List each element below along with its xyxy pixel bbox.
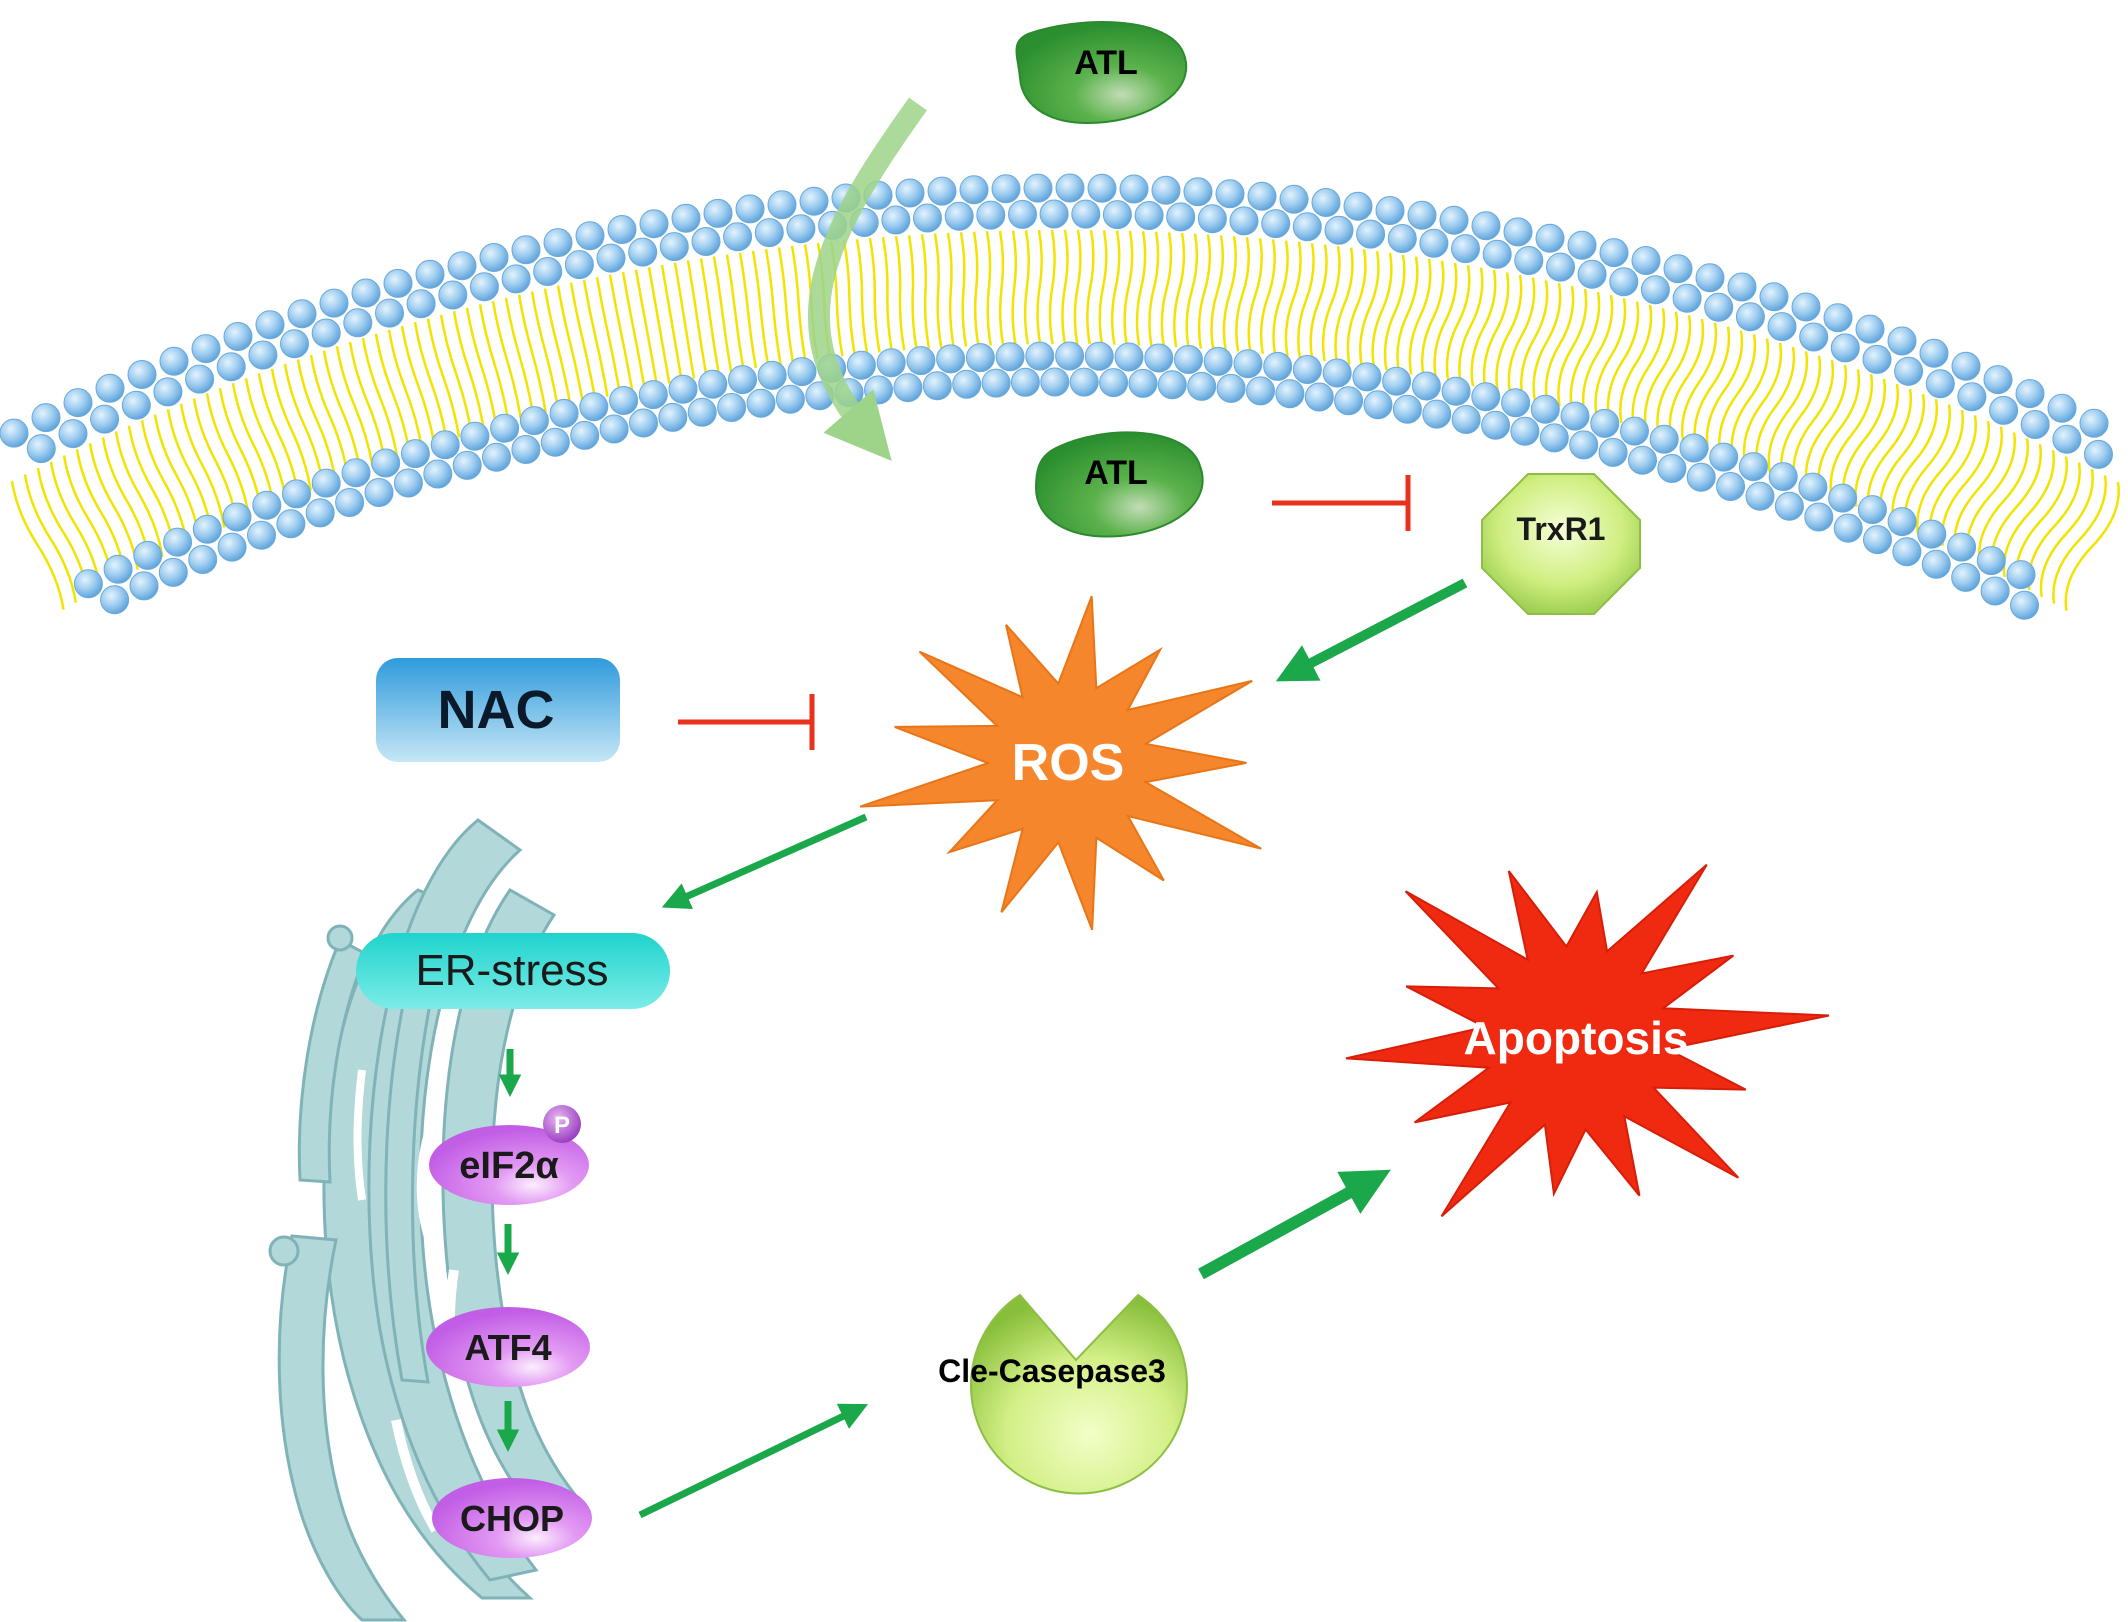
ros-label: ROS <box>1012 734 1125 792</box>
apoptosis-label: Apoptosis <box>1464 1012 1689 1064</box>
eif2a-node: eIF2α <box>429 1125 589 1205</box>
atl-intracellular-node: ATL <box>1034 431 1204 538</box>
eif2a-label: eIF2α <box>459 1145 558 1187</box>
apoptosis-node: Apoptosis <box>1345 863 1830 1218</box>
ros-node: ROS <box>859 595 1262 931</box>
nac-inhibits-ros <box>678 694 815 750</box>
cleaved-caspase3-label: Cle-Casepase3 <box>938 1353 1166 1389</box>
atl-extracellular-node: ATL <box>1015 21 1188 124</box>
trxr1-label: TrxR1 <box>1517 511 1606 547</box>
arrow-caspase3-to-apoptosis <box>1198 1169 1391 1280</box>
arrow-ros-to-er-stress <box>661 813 868 909</box>
atl-intracellular-label: ATL <box>1084 454 1148 492</box>
cleaved-caspase3-node: Cle-Casepase3 <box>938 1293 1188 1495</box>
phosphorylation-badge: P <box>543 1105 581 1143</box>
phospholipid-heads <box>0 173 2113 620</box>
chop-label: CHOP <box>460 1498 564 1539</box>
lipid-tails <box>10 229 2120 611</box>
phosphorylation-label: P <box>554 1112 570 1139</box>
nac-label: NAC <box>438 680 555 740</box>
atl-inhibits-trxr1 <box>1272 475 1411 531</box>
arrow-trxr1-to-ros <box>1275 578 1468 682</box>
atf4-label: ATF4 <box>464 1327 551 1368</box>
atf4-node: ATF4 <box>426 1307 590 1387</box>
trxr1-node: TrxR1 <box>1481 473 1641 615</box>
atl-extracellular-label: ATL <box>1074 44 1138 82</box>
arrow-chop-to-caspase3 <box>638 1403 869 1519</box>
cell-membrane-bilayer <box>0 173 2120 620</box>
atl-entry-arrow <box>807 97 927 461</box>
er-stress-node: ER-stress <box>356 933 670 1009</box>
er-stress-label: ER-stress <box>415 946 608 995</box>
nac-node: NAC <box>376 658 620 762</box>
chop-node: CHOP <box>432 1478 592 1558</box>
